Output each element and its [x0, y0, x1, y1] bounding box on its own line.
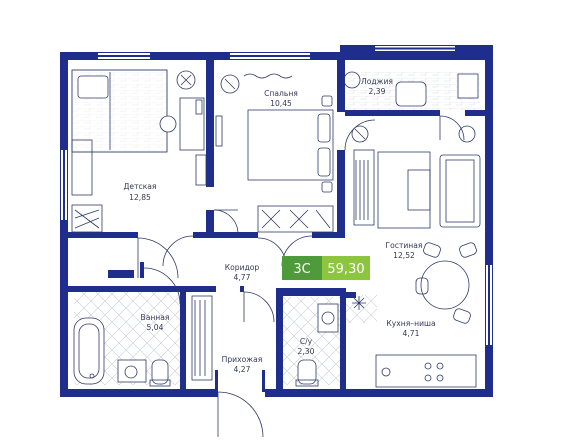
room-living-name: Гостиная — [386, 241, 423, 250]
room-bedroom-area: 10,45 — [270, 99, 292, 108]
room-hall-name: Прихожая — [222, 355, 263, 364]
room-bathroom-area: 5,04 — [147, 323, 164, 332]
walls — [60, 45, 493, 397]
room-labels: Детская 12,85 Спальня 10,45 Лоджия 2,39 … — [123, 77, 435, 374]
room-children-area: 12,85 — [129, 193, 151, 202]
room-loggia-area: 2,39 — [369, 87, 386, 96]
room-bathroom-name: Ванная — [140, 313, 169, 322]
apartment-badge: 3С 59,30 — [282, 256, 370, 280]
badge-area: 59,30 — [327, 262, 364, 277]
room-loggia-name: Лоджия — [361, 77, 393, 86]
badge-area-box — [322, 256, 370, 280]
room-wc-area: 2,30 — [298, 347, 315, 356]
room-living-area: 12,52 — [393, 251, 415, 260]
room-corridor-area: 4,77 — [234, 273, 251, 282]
badge-type: 3С — [293, 262, 310, 277]
room-corridor-name: Коридор — [225, 263, 260, 272]
room-hall-area: 4,27 — [234, 365, 251, 374]
room-kitchen-name: Кухня–ниша — [386, 319, 435, 328]
room-kitchen-area: 4,71 — [403, 329, 420, 338]
room-wc-name: С/у — [300, 337, 313, 346]
furniture — [71, 69, 481, 388]
room-bedroom-name: Спальня — [264, 89, 298, 98]
badge-type-box — [282, 256, 322, 280]
room-children-name: Детская — [123, 182, 156, 191]
